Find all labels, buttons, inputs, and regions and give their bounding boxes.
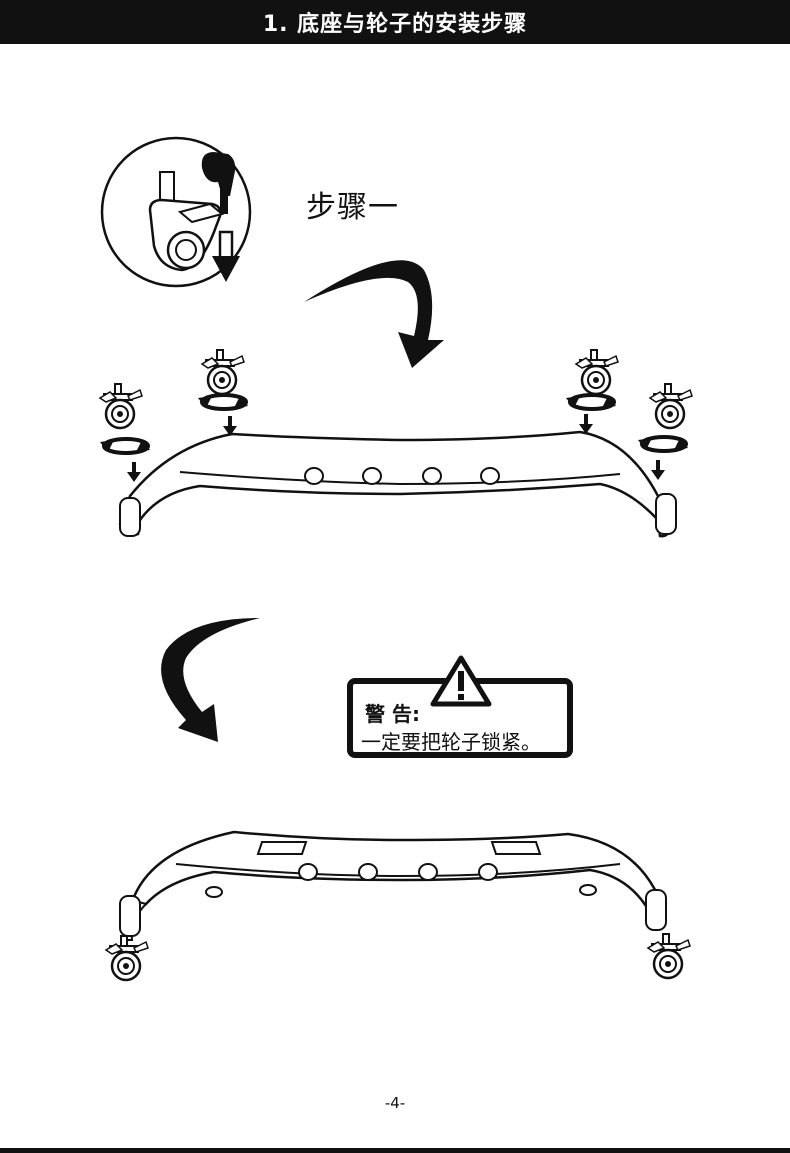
warning-message: 一定要把轮子锁紧。 xyxy=(361,730,541,754)
curved-arrow-down-right-icon xyxy=(304,260,444,368)
warning-triangle-icon xyxy=(430,655,492,707)
base-frame-assembled-icon xyxy=(104,830,692,982)
base-frame-with-casters-icon xyxy=(98,348,694,538)
insert-down-arrow-icon xyxy=(212,230,240,282)
page-title: 1. 底座与轮子的安装步骤 xyxy=(262,12,528,37)
page-number: -4- xyxy=(384,1094,406,1112)
caster-detail-circle xyxy=(100,136,252,288)
curved-arrow-down-left-icon xyxy=(161,618,260,742)
warning-heading: 警 告: xyxy=(365,702,420,726)
header-bar: 1. 底座与轮子的安装步骤 xyxy=(0,0,790,44)
pressing-hand-icon xyxy=(201,152,236,214)
step-label: 步骤一 xyxy=(306,190,399,225)
bottom-rule xyxy=(0,1148,790,1153)
